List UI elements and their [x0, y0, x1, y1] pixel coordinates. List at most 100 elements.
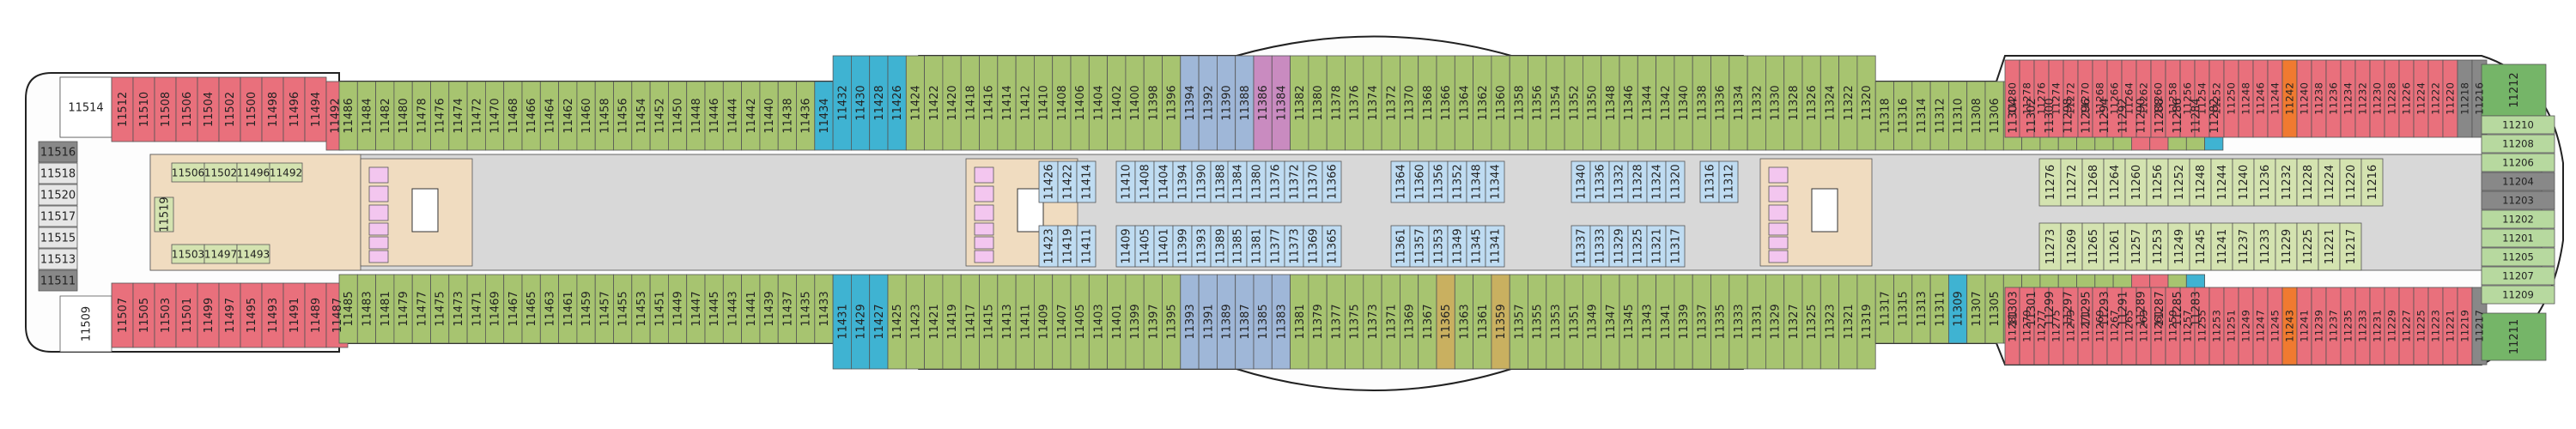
cabin-11365[interactable] — [1321, 225, 1342, 268]
cabin-label: 11431 — [836, 304, 849, 339]
cabin-11496[interactable] — [283, 76, 306, 142]
cabin-11253[interactable] — [2146, 222, 2169, 271]
cabin-label: 11493 — [237, 248, 270, 260]
cabin-11508[interactable] — [154, 76, 177, 142]
cabin-11516[interactable] — [38, 141, 78, 163]
cabin-label: 11235 — [2342, 310, 2354, 342]
cabin-label: 11373 — [1367, 304, 1380, 339]
cabin-label: 11287 — [2154, 291, 2166, 326]
cabin-11269[interactable] — [2060, 222, 2083, 271]
cabin-label: 11393 — [1196, 228, 1209, 263]
cabin-11344[interactable] — [1485, 160, 1505, 203]
cabin-11519[interactable] — [154, 196, 174, 233]
cabin-11505[interactable] — [132, 282, 155, 348]
cabin-11515[interactable] — [38, 227, 78, 249]
cabin-11502[interactable] — [218, 76, 241, 142]
cabin-11493[interactable] — [261, 282, 284, 348]
cabin-11504[interactable] — [197, 76, 220, 142]
cabin-11206[interactable] — [2481, 153, 2555, 172]
cabin-11317[interactable] — [1665, 225, 1686, 268]
cabin-11497[interactable] — [218, 282, 241, 348]
cabin-11499[interactable] — [197, 282, 220, 348]
cabin-label: 11420 — [946, 85, 959, 120]
cabin-11249[interactable] — [2167, 222, 2190, 271]
cabin-label: 11273 — [2065, 310, 2077, 342]
cabin-11366[interactable] — [1321, 160, 1342, 203]
cabin-label: 11496 — [289, 92, 301, 127]
cabin-label: 11388 — [1239, 85, 1252, 120]
cabin-label: 11446 — [708, 98, 721, 133]
cabin-11265[interactable] — [2081, 222, 2105, 271]
cabin-11260[interactable] — [2124, 158, 2148, 207]
cabin-label: 11349 — [1587, 304, 1600, 339]
cabin-11224[interactable] — [2318, 158, 2341, 207]
cabin-11256[interactable] — [2146, 158, 2169, 207]
cabin-11509[interactable] — [59, 295, 112, 353]
cabin-11498[interactable] — [261, 76, 284, 142]
cabin-11312[interactable] — [1718, 160, 1739, 203]
cabin-11491[interactable] — [283, 282, 306, 348]
cabin-11264[interactable] — [2103, 158, 2126, 207]
cabin-11211[interactable] — [2481, 312, 2547, 361]
cabin-label: 11484 — [361, 98, 374, 133]
cabin-11209[interactable] — [2481, 285, 2555, 305]
cabin-11489[interactable] — [304, 282, 327, 348]
cabin-11492[interactable] — [269, 162, 303, 183]
cabin-11232[interactable] — [2275, 158, 2298, 207]
cabin-11414[interactable] — [1076, 160, 1097, 203]
cabin-11203[interactable] — [2481, 190, 2555, 210]
cabin-label: 11217 — [2345, 229, 2358, 264]
cabin-11228[interactable] — [2296, 158, 2319, 207]
cabin-11511[interactable] — [38, 269, 78, 292]
cabin-11411[interactable] — [1076, 225, 1097, 268]
cabin-11272[interactable] — [2060, 158, 2083, 207]
cabin-11518[interactable] — [38, 162, 78, 184]
cabin-11221[interactable] — [2318, 222, 2341, 271]
cabin-label: 11309 — [1953, 291, 1965, 326]
cabin-label: 11352 — [1452, 164, 1465, 199]
cabin-11252[interactable] — [2167, 158, 2190, 207]
cabin-label: 11455 — [617, 291, 630, 326]
cabin-11273[interactable] — [2038, 222, 2062, 271]
cabin-11500[interactable] — [240, 76, 263, 142]
cabin-11493[interactable] — [236, 244, 270, 264]
cabin-11233[interactable] — [2253, 222, 2276, 271]
cabin-label: 11404 — [1093, 85, 1106, 120]
cabin-11210[interactable] — [2481, 115, 2555, 135]
cabin-11512[interactable] — [111, 76, 134, 142]
cabin-label: 11519 — [159, 196, 172, 232]
cabin-11225[interactable] — [2296, 222, 2319, 271]
cabin-11257[interactable] — [2124, 222, 2148, 271]
cabin-label: 11422 — [928, 85, 941, 120]
cabin-11268[interactable] — [2081, 158, 2105, 207]
cabin-11205[interactable] — [2481, 247, 2555, 267]
cabin-label: 11408 — [1139, 164, 1152, 199]
cabin-11220[interactable] — [2339, 158, 2362, 207]
cabin-11204[interactable] — [2481, 172, 2555, 191]
cabin-11217[interactable] — [2339, 222, 2362, 271]
cabin-11341[interactable] — [1485, 225, 1505, 268]
cabin-11494[interactable] — [304, 76, 327, 142]
cabin-label: 11233 — [2259, 229, 2272, 264]
cabin-11207[interactable] — [2481, 266, 2555, 286]
cabin-11514[interactable] — [59, 76, 112, 138]
cabin-label: 11364 — [1395, 164, 1408, 199]
cabin-11503[interactable] — [154, 282, 177, 348]
cabin-11517[interactable] — [38, 205, 78, 227]
cabin-11208[interactable] — [2481, 134, 2555, 154]
cabin-11510[interactable] — [132, 76, 155, 142]
cabin-11244[interactable] — [2210, 158, 2233, 207]
cabin-11520[interactable] — [38, 184, 78, 206]
cabin-11201[interactable] — [2481, 228, 2555, 248]
cabin-label: 11276 — [2044, 165, 2057, 200]
cabin-11248[interactable] — [2189, 158, 2212, 207]
cabin-11513[interactable] — [38, 248, 78, 270]
cabin-11216[interactable] — [2360, 158, 2384, 207]
cabin-11241[interactable] — [2210, 222, 2233, 271]
cabin-11495[interactable] — [240, 282, 263, 348]
cabin-label: 11503 — [160, 298, 173, 333]
cabin-11212[interactable] — [2481, 63, 2547, 117]
cabin-11202[interactable] — [2481, 209, 2555, 229]
cabin-11229[interactable] — [2275, 222, 2298, 271]
cabin-11320[interactable] — [1665, 160, 1686, 203]
